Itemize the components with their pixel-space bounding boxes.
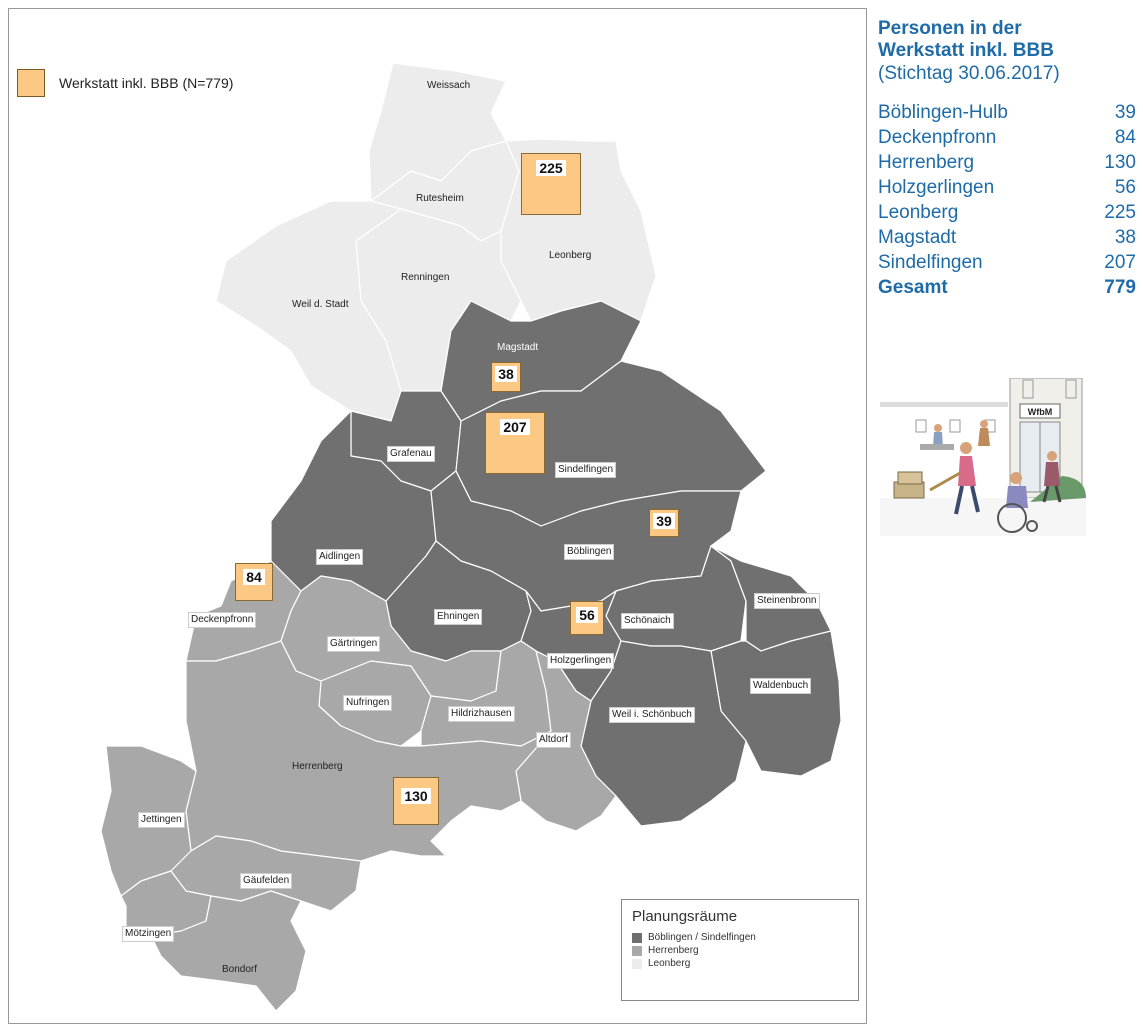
illustration-sign: WfbM (1028, 407, 1053, 417)
label-weissach: Weissach (427, 80, 471, 91)
summary-row: Leonberg 225 (878, 200, 1136, 225)
label-rutesheim: Rutesheim (416, 193, 464, 204)
count-box-holzgerlingen: 56 (570, 601, 604, 635)
legend-swatch (17, 69, 45, 97)
planning-legend-label: Herrenberg (648, 945, 699, 956)
summary-title-line1: Personen in der (878, 18, 1022, 39)
legend-label: Werkstatt inkl. BBB (N=779) (59, 75, 234, 91)
label-steinenbronn: Steinenbronn (754, 593, 820, 609)
count-box-magstadt: 38 (491, 362, 521, 392)
planning-legend-item: Herrenberg (632, 945, 848, 956)
summary-panel: Personen in der Werkstatt inkl. BBB (Sti… (878, 18, 1140, 300)
label-deckenpfronn: Deckenpfronn (188, 612, 257, 628)
workshop-illustration: WfbM (880, 378, 1086, 536)
planning-legend-label: Böblingen / Sindelfingen (648, 932, 756, 943)
count-box-deckenpfronn: 84 (235, 563, 273, 601)
swatch-boeblingen (632, 932, 642, 943)
count-sindelfingen: 207 (500, 419, 530, 435)
row-name: Deckenpfronn (878, 127, 997, 148)
row-value: 207 (1104, 252, 1136, 273)
label-schoenaich: Schönaich (621, 613, 674, 629)
swatch-leonberg (632, 958, 642, 969)
label-sindelfingen: Sindelfingen (555, 462, 617, 478)
planning-legend-title: Planungsräume (632, 908, 738, 925)
summary-total-row: Gesamt 779 (878, 275, 1136, 300)
row-value: 225 (1104, 202, 1136, 223)
count-herrenberg: 130 (401, 788, 431, 804)
label-nufringen: Nufringen (343, 695, 393, 711)
summary-subtitle: (Stichtag 30.06.2017) (878, 63, 1060, 84)
row-value: 38 (1114, 227, 1136, 248)
row-name: Magstadt (878, 227, 957, 248)
planning-legend-item: Böblingen / Sindelfingen (632, 932, 848, 943)
label-bondorf: Bondorf (222, 964, 258, 975)
row-name: Holzgerlingen (878, 177, 995, 198)
label-waldenbuch: Waldenbuch (750, 678, 812, 694)
row-name: Sindelfingen (878, 252, 983, 273)
district-map (100, 62, 842, 1012)
total-value: 779 (1104, 277, 1136, 298)
total-name: Gesamt (878, 277, 948, 298)
label-jettingen: Jettingen (138, 812, 185, 828)
row-value: 56 (1114, 177, 1136, 198)
count-leonberg: 225 (536, 160, 566, 176)
row-value: 84 (1114, 127, 1136, 148)
count-box-leonberg: 225 (521, 153, 581, 215)
summary-row: Sindelfingen 207 (878, 250, 1136, 275)
summary-row: Holzgerlingen 56 (878, 175, 1136, 200)
label-holzgerlingen: Holzgerlingen (547, 653, 615, 669)
summary-title-line2: Werkstatt inkl. BBB (878, 40, 1054, 61)
row-name: Böblingen-Hulb (878, 102, 1008, 123)
label-gaertringen: Gärtringen (327, 636, 381, 652)
summary-row: Magstadt 38 (878, 225, 1136, 250)
row-value: 130 (1104, 152, 1136, 173)
summary-row: Böblingen-Hulb 39 (878, 100, 1136, 125)
count-box-herrenberg: 130 (393, 777, 439, 825)
label-hildrizhausen: Hildrizhausen (448, 706, 515, 722)
count-box-sindelfingen: 207 (485, 412, 545, 474)
label-moetzingen: Mötzingen (122, 926, 175, 942)
count-holzgerlingen: 56 (576, 607, 598, 623)
label-aidlingen: Aidlingen (316, 549, 364, 565)
summary-row: Deckenpfronn 84 (878, 125, 1136, 150)
map-panel: Werkstatt inkl. BBB (N=779) Weissach Rut… (8, 8, 867, 1024)
swatch-herrenberg (632, 945, 642, 956)
row-name: Leonberg (878, 202, 959, 223)
label-weil-schoenbuch: Weil i. Schönbuch (609, 707, 695, 723)
map-legend: Werkstatt inkl. BBB (N=779) (17, 69, 233, 97)
count-deckenpfronn: 84 (243, 569, 265, 585)
label-herrenberg: Herrenberg (292, 761, 343, 772)
label-weil-stadt: Weil d. Stadt (292, 299, 349, 310)
summary-row: Herrenberg 130 (878, 150, 1136, 175)
count-magstadt: 38 (495, 366, 517, 382)
label-renningen: Renningen (401, 272, 450, 283)
label-gaeufelden: Gäufelden (240, 873, 293, 889)
planning-legend-item: Leonberg (632, 958, 848, 969)
row-value: 39 (1114, 102, 1136, 123)
label-grafenau: Grafenau (387, 446, 435, 462)
planning-legend-label: Leonberg (648, 958, 691, 969)
label-altdorf: Altdorf (536, 732, 571, 748)
label-ehningen: Ehningen (434, 609, 483, 625)
label-boeblingen: Böblingen (564, 544, 615, 560)
label-magstadt: Magstadt (497, 342, 539, 353)
label-leonberg: Leonberg (549, 250, 592, 261)
planning-legend: Planungsräume Böblingen / Sindelfingen H… (621, 899, 859, 1001)
count-box-boeblingen: 39 (649, 509, 679, 537)
row-name: Herrenberg (878, 152, 975, 173)
count-boeblingen: 39 (653, 513, 675, 529)
